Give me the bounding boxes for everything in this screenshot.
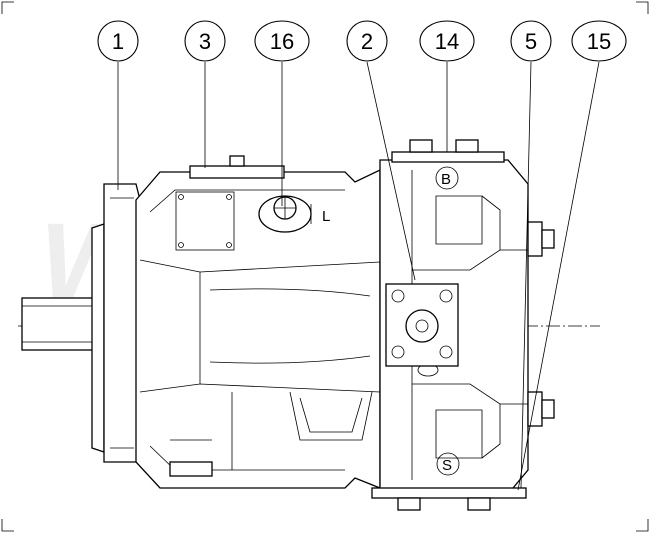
callout-15-label: 15	[587, 29, 611, 54]
callout-16-label: 16	[270, 29, 294, 54]
leader-lines	[117, 61, 600, 491]
drain-port-label: L	[322, 208, 330, 225]
callout-14-label: 14	[435, 29, 459, 54]
drain-port: L	[258, 195, 330, 233]
callout-15: 15	[571, 20, 627, 62]
callout-3-label: 3	[199, 29, 211, 54]
callout-1: 1	[97, 20, 139, 62]
pressure-port-label: B	[441, 171, 451, 188]
bottom-boss	[169, 439, 213, 477]
pressure-flange: B	[391, 139, 505, 190]
callout-2-label: 2	[361, 29, 373, 54]
callout-16: 16	[254, 20, 310, 62]
callout-1-label: 1	[112, 29, 124, 54]
side-plugs	[527, 221, 555, 427]
suction-flange: S	[371, 452, 527, 511]
suction-port-label: S	[442, 457, 452, 474]
control-cover	[175, 155, 285, 251]
control-valve-block	[385, 283, 459, 367]
callout-2: 2	[346, 20, 388, 62]
callout-3: 3	[184, 20, 226, 62]
mounting-flange	[91, 183, 141, 463]
callout-5-label: 5	[525, 29, 537, 54]
callout-14: 14	[419, 20, 475, 62]
drive-shaft	[21, 297, 97, 351]
callout-5: 5	[510, 20, 552, 62]
